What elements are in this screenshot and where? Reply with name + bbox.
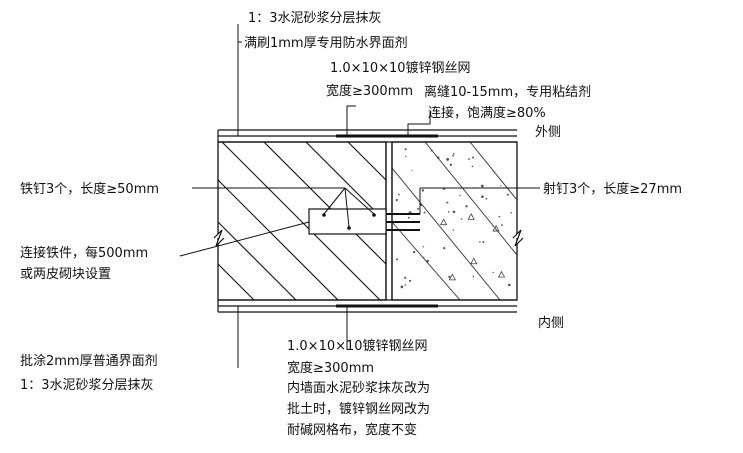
- concrete-texture-dot: [492, 170, 494, 172]
- concrete-aggregate-mark: [492, 224, 500, 232]
- label-top-mesh-spec: 1.0×10×10镀锌钢丝网: [330, 60, 471, 76]
- concrete-texture-dot: [397, 193, 400, 196]
- concrete-texture-dot: [417, 207, 420, 210]
- concrete-texture-dot: [421, 189, 425, 192]
- concrete-texture-dot: [481, 195, 484, 198]
- concrete-texture-dot: [468, 158, 470, 160]
- concrete-texture-dot: [409, 279, 412, 282]
- concrete-texture-dot: [411, 170, 413, 172]
- label-bottom-mesh-width: 宽度≥300mm: [287, 360, 374, 376]
- label-gap-adhesive: 连接，饱满度≥80%: [428, 105, 546, 121]
- concrete-texture-dot: [404, 276, 407, 279]
- concrete-texture-dot: [400, 285, 404, 289]
- concrete-texture-dot: [472, 275, 475, 278]
- concrete-texture-dot: [471, 165, 474, 168]
- concrete-texture-dot: [452, 154, 454, 157]
- concrete-texture-dot: [506, 193, 509, 196]
- concrete-texture-dot: [452, 229, 455, 231]
- plaster-layers: [217, 129, 517, 313]
- concrete-texture-dot: [453, 153, 455, 155]
- concrete-texture-dot: [452, 210, 456, 214]
- label-shoot-nails: 射钉3个，长度≥27mm: [543, 181, 682, 197]
- label-outside: 外侧: [535, 125, 561, 140]
- concrete-texture-dot: [492, 271, 494, 274]
- concrete-texture-dot: [471, 156, 474, 159]
- label-connector-setting: 或两皮砌块设置: [20, 267, 111, 282]
- concrete-texture-dot: [501, 224, 503, 227]
- concrete-aggregate-mark: [470, 257, 478, 265]
- concrete-texture-dot: [510, 212, 513, 214]
- concrete-texture-dot: [423, 211, 426, 214]
- break-marks: [213, 229, 524, 247]
- concrete-texture-dot: [449, 163, 453, 166]
- concrete-texture-dot: [407, 216, 410, 219]
- concrete-texture-dot: [404, 148, 407, 151]
- concrete-texture-dot: [446, 201, 449, 204]
- concrete-aggregate-mark: [467, 213, 475, 220]
- label-bottom-mesh-spec: 1.0×10×10镀锌钢丝网: [287, 338, 428, 354]
- label-top-waterproof-agent: 满刷1mm厚专用防水界面剂: [244, 35, 408, 51]
- concrete-texture-dot: [508, 283, 511, 287]
- concrete-texture-dot: [500, 185, 502, 187]
- concrete-aggregate-mark: [497, 270, 506, 278]
- concrete-texture-dot: [396, 258, 398, 261]
- concrete-texture-dot: [412, 250, 416, 254]
- label-note-line3: 耐碱网格布，宽度不变: [287, 422, 417, 438]
- label-note-line1: 内墙面水泥砂浆抹灰改为: [287, 380, 430, 396]
- shoot-nails: [386, 213, 420, 231]
- concrete-texture-dot: [395, 198, 398, 202]
- concrete-texture-dot: [479, 241, 481, 243]
- concrete-texture-dot: [498, 215, 501, 218]
- label-top-mesh-width: 宽度≥300mm: [326, 83, 413, 99]
- concrete-texture-dot: [404, 284, 407, 286]
- label-note-line2: 批土时，镀锌钢丝网改为: [287, 401, 430, 417]
- concrete-texture-dot: [447, 211, 450, 213]
- label-inside: 内侧: [538, 315, 564, 331]
- concrete-aggregate-mark: [439, 218, 448, 226]
- concrete-texture-dot: [482, 241, 485, 243]
- label-bottom-plaster: 1：3水泥砂浆分层抹灰: [20, 378, 154, 393]
- concrete-texture-dot: [485, 197, 488, 200]
- concrete-texture-dot: [460, 218, 463, 220]
- leader-lines: [179, 24, 540, 368]
- concrete-texture-dot: [448, 275, 451, 278]
- label-gap-spec: 离缝10-15mm，专用粘结剂: [424, 84, 591, 100]
- concrete-texture-dot: [405, 155, 407, 157]
- concrete-texture-dot: [465, 205, 468, 208]
- concrete-texture-dot: [446, 158, 449, 161]
- concrete-texture-dot: [430, 149, 433, 152]
- label-bottom-interface-agent: 批涂2mm厚普通界面剂: [20, 353, 158, 369]
- concrete-texture-dot: [422, 246, 425, 248]
- label-connector: 连接铁件，每500mm: [20, 245, 148, 261]
- concrete-texture-dot: [423, 256, 425, 259]
- concrete-texture-dot: [480, 184, 484, 188]
- concrete-texture-dot: [420, 203, 423, 207]
- annotations: 1：3水泥砂浆分层抹灰 满刷1mm厚专用防水界面剂 1.0×10×10镀锌钢丝网…: [20, 11, 682, 438]
- concrete-texture-dot: [426, 259, 429, 263]
- concrete-texture-dot: [436, 156, 440, 159]
- concrete-texture-dot: [459, 194, 461, 197]
- label-nails: 铁钉3个，长度≥50mm: [20, 181, 159, 197]
- label-top-plaster: 1：3水泥砂浆分层抹灰: [248, 11, 382, 26]
- concrete-aggregate-mark: [448, 273, 457, 281]
- concrete-texture-dot: [443, 247, 446, 250]
